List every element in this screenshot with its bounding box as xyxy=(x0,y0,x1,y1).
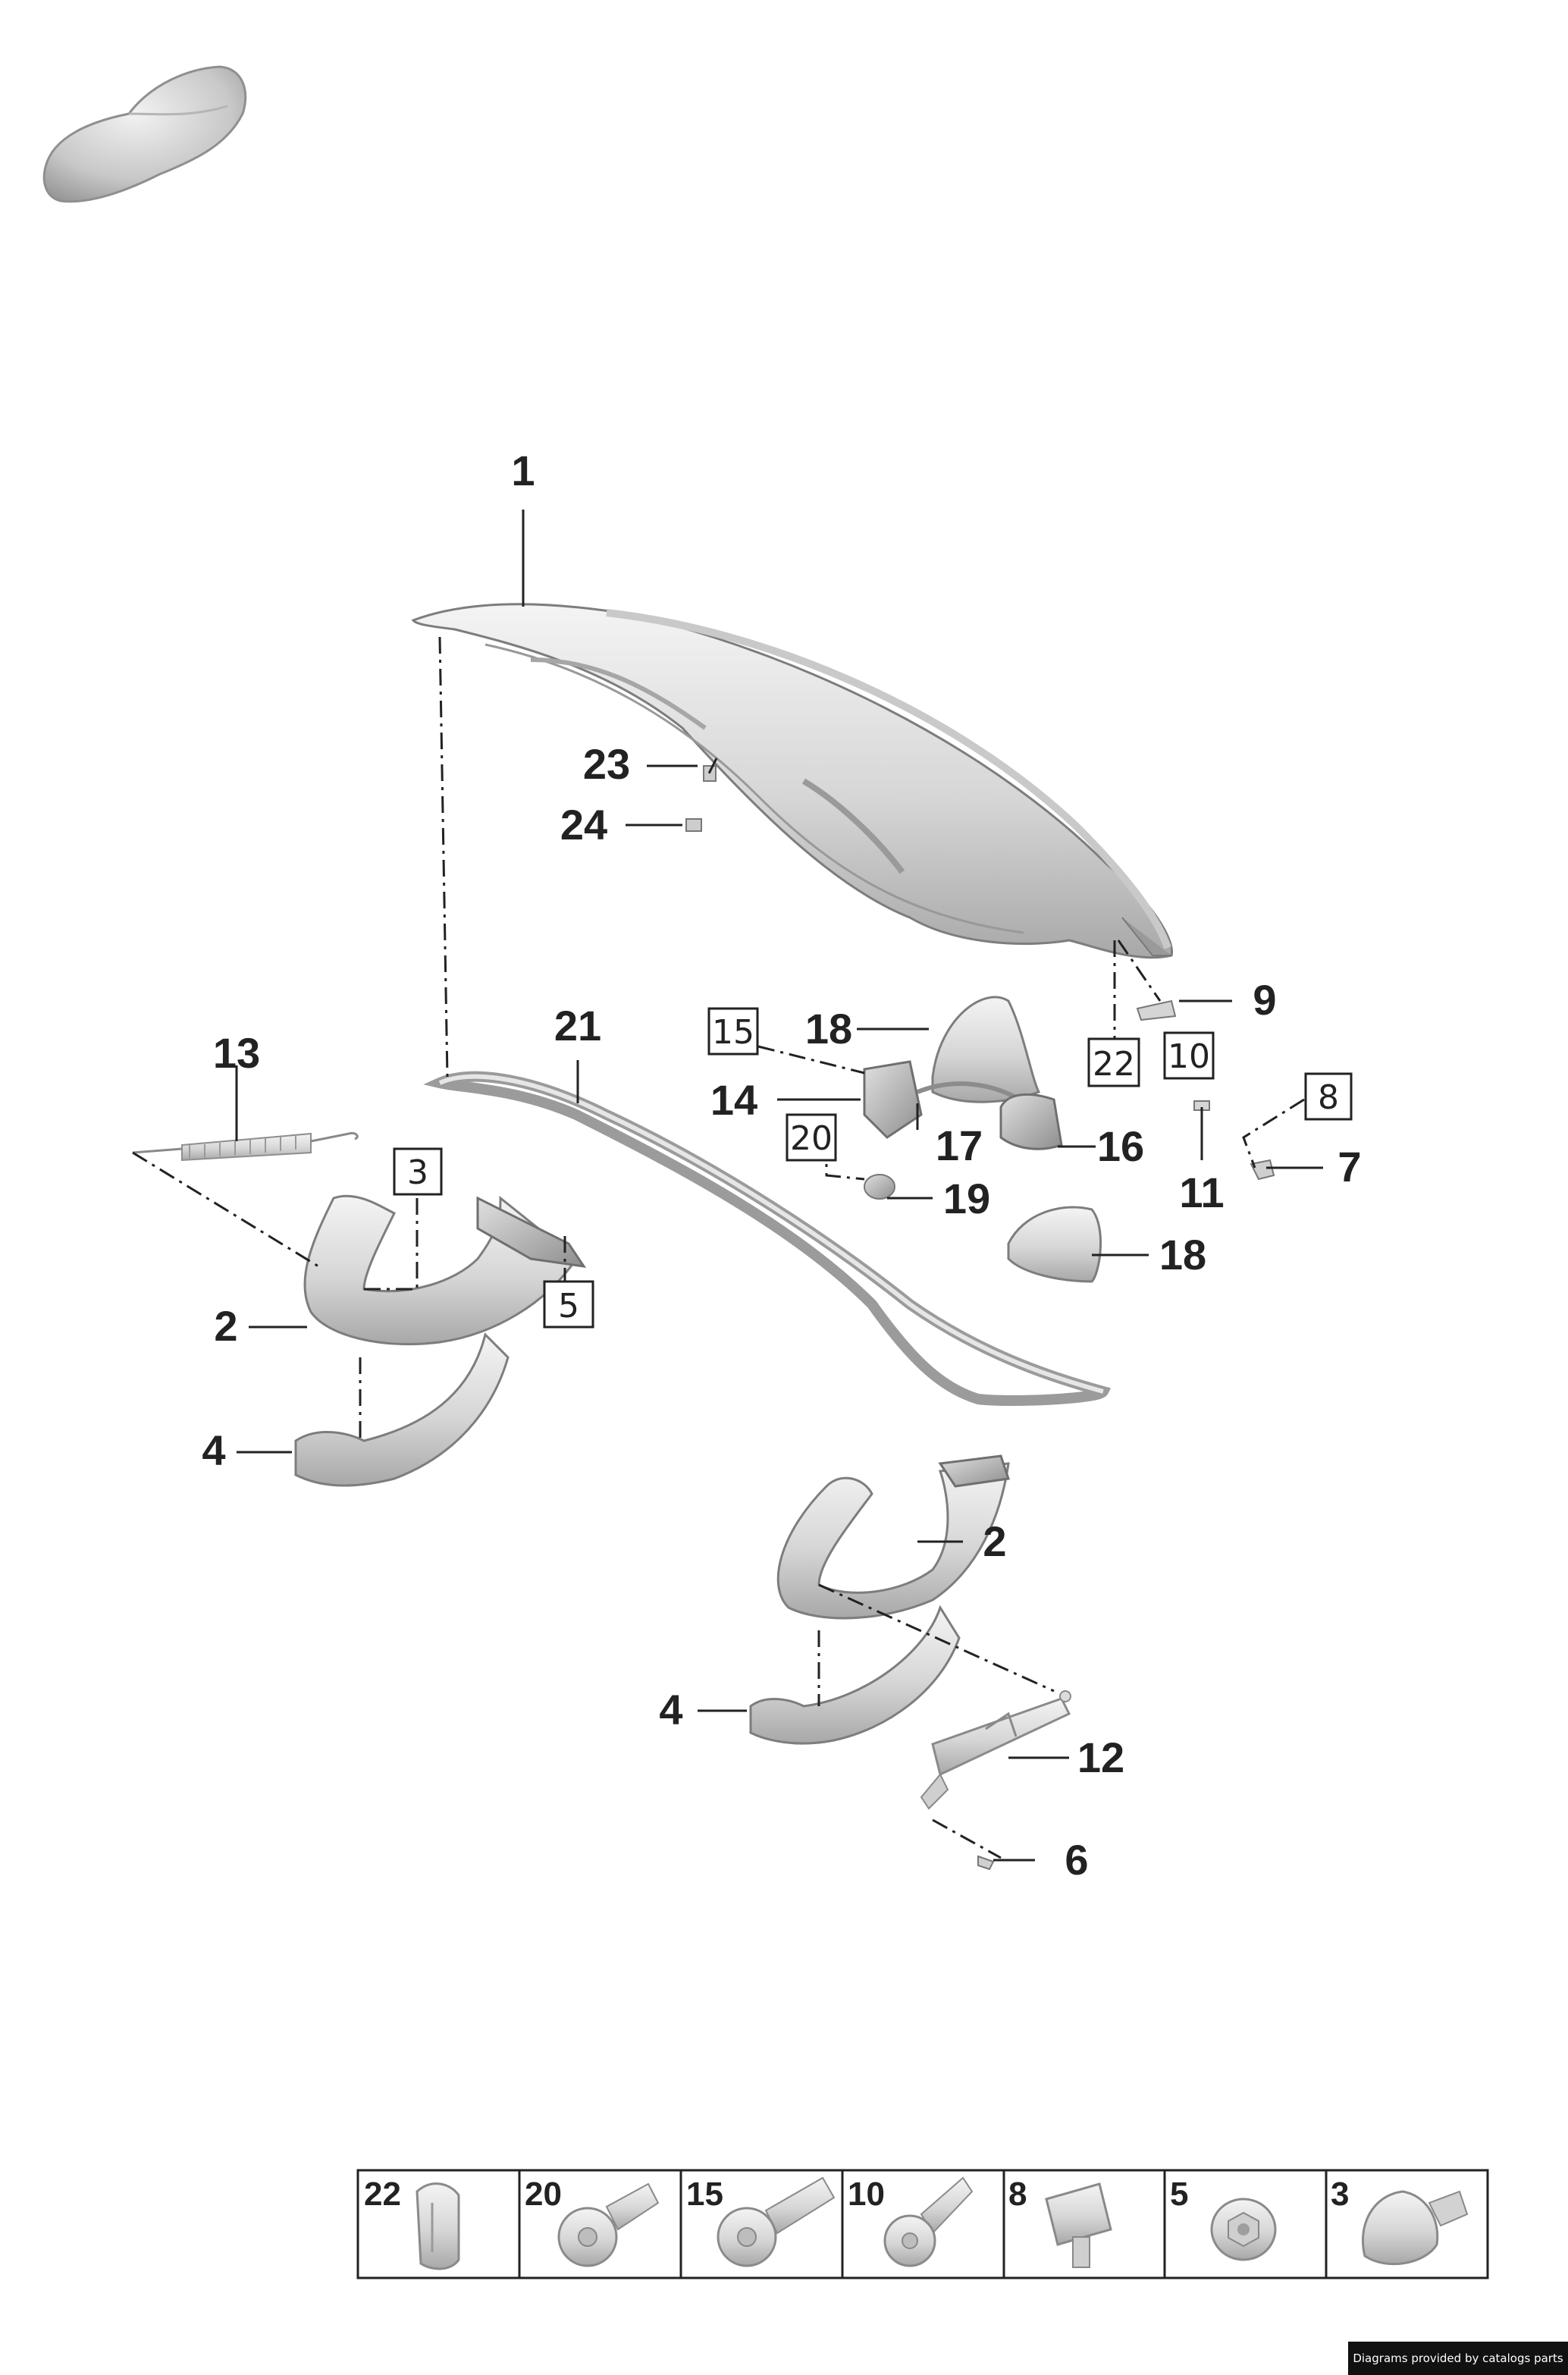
boxed-ref-8: 8 xyxy=(1304,1072,1353,1121)
svg-text:8: 8 xyxy=(1318,1078,1339,1117)
rear-lid-part xyxy=(411,603,1174,959)
boxed-refs: 3 5 15 20 22 10 8 xyxy=(393,1007,1353,1329)
spring-nut-icon xyxy=(1045,2182,1112,2268)
striker-part xyxy=(1007,1206,1102,1283)
boxed-ref-22: 22 xyxy=(1087,1037,1140,1087)
callout-13: 13 xyxy=(213,1029,260,1077)
svg-text:10: 10 xyxy=(1168,1037,1210,1076)
boxed-ref-20: 20 xyxy=(786,1113,837,1162)
latch-cover-part xyxy=(931,996,1041,1103)
svg-text:22: 22 xyxy=(1093,1045,1135,1084)
legend-cell-20: 20 xyxy=(525,2176,660,2267)
boxed-ref-3: 3 xyxy=(393,1147,443,1196)
callout-6: 6 xyxy=(1065,1836,1088,1884)
callout-23: 23 xyxy=(583,740,630,788)
svg-text:8: 8 xyxy=(1008,2176,1027,2213)
ball-stud-icon xyxy=(1361,2190,1469,2266)
callout-18-lower: 18 xyxy=(1159,1231,1206,1278)
nut-part xyxy=(685,818,702,832)
legend-cell-3: 3 xyxy=(1331,2176,1469,2266)
legend-cell-5: 5 xyxy=(1170,2176,1277,2261)
right-hinge-part xyxy=(776,1454,1010,1620)
cable-part xyxy=(916,1081,1021,1102)
legend-cell-10: 10 xyxy=(848,2176,974,2267)
callout-18-upper: 18 xyxy=(805,1005,852,1053)
actuator-part xyxy=(999,1093,1063,1150)
torx-bolt-icon xyxy=(883,2176,974,2267)
svg-text:3: 3 xyxy=(1331,2176,1349,2213)
small-parts-legend: 22 20 15 10 xyxy=(356,2169,1489,2279)
right-hinge-cover-part xyxy=(749,1605,961,1745)
svg-text:5: 5 xyxy=(1170,2176,1188,2213)
left-hinge-cover-part xyxy=(294,1332,510,1487)
car-thumbnail-icon xyxy=(42,65,247,203)
hex-nut-icon xyxy=(1210,2198,1277,2261)
svg-text:20: 20 xyxy=(790,1119,833,1158)
callout-2-right: 2 xyxy=(983,1517,1006,1565)
diagram-credit-badge: Diagrams provided by catalogs parts xyxy=(1348,2342,1568,2375)
callout-4-right: 4 xyxy=(659,1686,682,1733)
svg-text:15: 15 xyxy=(686,2176,723,2213)
callout-12: 12 xyxy=(1077,1733,1124,1781)
callout-16: 16 xyxy=(1097,1122,1144,1170)
callout-24: 24 xyxy=(560,801,607,849)
callout-7: 7 xyxy=(1338,1143,1361,1191)
callout-14: 14 xyxy=(710,1076,757,1124)
svg-text:20: 20 xyxy=(525,2176,562,2213)
callout-19: 19 xyxy=(943,1175,990,1222)
callout-4-left: 4 xyxy=(202,1426,225,1474)
callout-labels: 1 21 13 2 4 2 4 12 6 18 14 17 16 19 18 2… xyxy=(202,447,1361,1884)
bolt-part xyxy=(977,1855,995,1871)
spring-part xyxy=(132,1131,359,1162)
gas-strut-part xyxy=(920,1690,1071,1810)
callout-17: 17 xyxy=(936,1122,983,1169)
boxed-ref-15: 15 xyxy=(707,1007,759,1056)
legend-cell-22: 22 xyxy=(364,2176,460,2270)
clip-icon xyxy=(416,2182,460,2270)
callout-21: 21 xyxy=(554,1002,601,1049)
left-hinge-part xyxy=(303,1194,587,1346)
callout-1: 1 xyxy=(511,447,535,494)
grommet-part xyxy=(864,1174,895,1200)
svg-text:10: 10 xyxy=(848,2176,885,2213)
svg-text:22: 22 xyxy=(364,2176,401,2213)
clip-part xyxy=(1136,999,1177,1021)
latch-part xyxy=(863,1060,923,1139)
callout-9: 9 xyxy=(1253,976,1276,1024)
torx-bolt-icon xyxy=(717,2176,836,2267)
svg-text:3: 3 xyxy=(407,1153,428,1192)
callout-2-left: 2 xyxy=(214,1302,237,1350)
assembly-lines xyxy=(132,636,1305,1859)
svg-text:5: 5 xyxy=(558,1287,579,1326)
boxed-ref-10: 10 xyxy=(1163,1031,1215,1080)
legend-cell-15: 15 xyxy=(686,2176,836,2267)
boxed-ref-5: 5 xyxy=(543,1280,594,1329)
seal-part xyxy=(423,1071,1112,1406)
fastener-part xyxy=(1250,1159,1275,1181)
callout-11: 11 xyxy=(1179,1169,1224,1216)
torx-bolt-icon xyxy=(557,2182,660,2267)
svg-text:15: 15 xyxy=(712,1013,754,1052)
legend-cell-8: 8 xyxy=(1008,2176,1112,2268)
leader-lines xyxy=(235,510,1323,1862)
